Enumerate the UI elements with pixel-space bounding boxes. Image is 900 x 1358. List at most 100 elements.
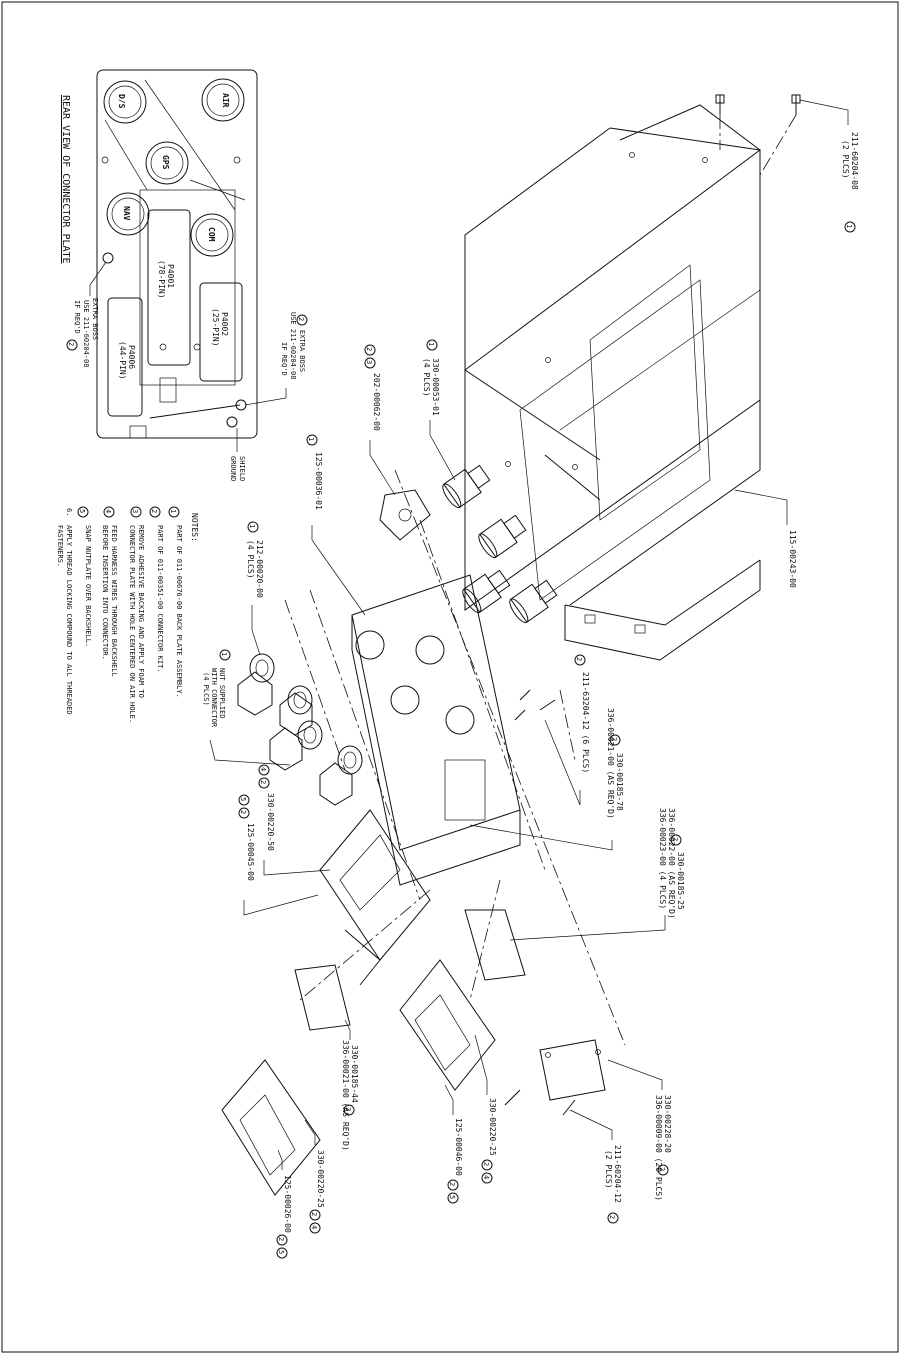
- svg-text:1: 1: [220, 652, 228, 656]
- svg-text:3: 3: [365, 360, 373, 364]
- callout-115-00243-00: 115-00243-00: [734, 489, 797, 588]
- svg-text:330-00228-20: 330-00228-20: [663, 1095, 672, 1153]
- svg-text:NUT SUPPLIED: NUT SUPPLIED: [218, 668, 226, 719]
- svg-text:336-00023-00 (4 PLCS): 336-00023-00 (4 PLCS): [658, 808, 667, 909]
- svg-text:115-00243-00: 115-00243-00: [788, 530, 797, 588]
- rear-view: [96, 69, 258, 439]
- chassis-tray: [464, 104, 761, 661]
- callout-211-60204-08: 211-60204-08 1 (2 PLCS): [799, 99, 859, 233]
- p4002-connector: [199, 282, 243, 382]
- svg-text:212-00020-00: 212-00020-00: [255, 540, 264, 598]
- svg-text:330-00185-25: 330-00185-25: [676, 852, 685, 910]
- extra-boss-bottom-l2: USE 211-60204-08: [82, 300, 90, 367]
- svg-text:FASTENERS.: FASTENERS.: [56, 525, 64, 567]
- svg-text:336-00021-00 (AS REQ'D): 336-00021-00 (AS REQ'D): [341, 1040, 350, 1151]
- backshell-44: [221, 964, 351, 1196]
- callout-212-00020-00: 1 212-00020-00 (4 PLCS): [246, 521, 264, 656]
- svg-text:2: 2: [365, 347, 373, 351]
- svg-text:330-00185-78: 330-00185-78: [615, 753, 624, 811]
- extra-boss-top-l2: USE 211-60204-08: [289, 312, 297, 379]
- svg-text:PART OF 011-00351-00 CONNECTOR: PART OF 011-00351-00 CONNECTOR KIT.: [156, 525, 164, 673]
- callout-125-00046-00: 125-00046-00 2 5: [444, 1084, 463, 1204]
- svg-text:211-60204-08: 211-60204-08: [850, 132, 859, 190]
- extra-boss-bottom-mark: 2: [67, 342, 75, 346]
- note-3: 3 REMOVE ADHESIVE BACKING AND APPLY FOAM…: [128, 506, 145, 723]
- svg-text:2: 2: [610, 737, 618, 741]
- callout-330-00220-25-b: 330-00220-25 2 4: [304, 1119, 325, 1234]
- svg-text:APPLY THREAD LOCKING COMPOUND: APPLY THREAD LOCKING COMPOUND TO ALL THR…: [65, 525, 73, 715]
- svg-text:6.: 6.: [65, 508, 73, 516]
- callout-125-00026-00: 125-00026-00 2 5: [276, 1149, 292, 1259]
- svg-text:330-00220-25: 330-00220-25: [488, 1098, 497, 1156]
- connector-plate-outline: [96, 69, 258, 439]
- svg-text:336-00021-00 (AS REQ'D): 336-00021-00 (AS REQ'D): [606, 708, 615, 819]
- extra-boss-bottom: [102, 252, 114, 264]
- extra-boss-top-mark: 2: [297, 317, 305, 321]
- svg-text:330-00220-25: 330-00220-25: [316, 1150, 325, 1208]
- svg-text:2: 2: [575, 657, 583, 661]
- svg-text:330-00220-50: 330-00220-50: [266, 793, 275, 851]
- svg-text:125-00036-01: 125-00036-01: [314, 452, 323, 510]
- svg-text:211-63204-12 (6 PLCS): 211-63204-12 (6 PLCS): [581, 672, 590, 773]
- rear-view-labels: AIR D/S GPS COM NAV P4002 (25-PIN) P4001…: [60, 93, 308, 481]
- bnc-connectors: [442, 464, 558, 624]
- svg-text:336-00009-00 (20 PLCS): 336-00009-00 (20 PLCS): [654, 1095, 663, 1201]
- svg-text:5: 5: [239, 797, 247, 801]
- svg-text:2: 2: [448, 1182, 456, 1186]
- svg-text:(2 PLCS): (2 PLCS): [604, 1150, 613, 1189]
- svg-text:4: 4: [310, 1225, 318, 1229]
- svg-text:2: 2: [482, 1162, 490, 1166]
- rear-view-title: REAR VIEW OF CONNECTOR PLATE: [60, 95, 71, 264]
- svg-text:4: 4: [482, 1175, 490, 1179]
- svg-text:1: 1: [248, 524, 256, 528]
- backshell-78: [319, 809, 431, 986]
- svg-text:1: 1: [427, 342, 435, 346]
- svg-text:211-60204-12: 211-60204-12: [613, 1145, 622, 1203]
- extra-boss-top-l3: IF REQ'D: [280, 342, 288, 376]
- callout-125-00045-00: 5 2 125-00045-00: [238, 794, 319, 916]
- extra-boss-bottom-l1: EXTRA BOSS: [91, 298, 99, 340]
- svg-text:PART OF 011-00676-00 BACK PLAT: PART OF 011-00676-00 BACK PLATE ASSEMBLY…: [175, 525, 183, 698]
- top-screws: [715, 94, 801, 176]
- air-port: [201, 78, 245, 122]
- svg-text:1: 1: [307, 437, 315, 441]
- foam-block: [379, 489, 431, 541]
- shield-label: SHIELD: [238, 456, 246, 481]
- port-label-ds: D/S: [117, 94, 126, 109]
- extra-boss-bottom-l3: IF REQ'D: [73, 300, 81, 334]
- svg-text:202-00062-00: 202-00062-00: [372, 373, 381, 431]
- svg-text:2: 2: [277, 1237, 285, 1241]
- svg-text:336-00022-00 (AS REQ'D): 336-00022-00 (AS REQ'D): [667, 808, 676, 919]
- port-label-nav: NAV: [122, 206, 131, 221]
- svg-text:WITH CONNECTOR: WITH CONNECTOR: [210, 668, 218, 728]
- nutplate-block: [539, 1039, 606, 1101]
- callout-nut-supplied: 1 NUT SUPPLIED WITH CONNECTOR (4 PLCS): [202, 649, 291, 766]
- callout-330-00220-25-a: 330-00220-25 2 4: [474, 1034, 497, 1184]
- note-6: 6. APPLY THREAD LOCKING COMPOUND TO ALL …: [56, 508, 73, 715]
- svg-text:2: 2: [671, 837, 679, 841]
- port-label-com: COM: [207, 227, 216, 242]
- port-label-air: AIR: [221, 93, 230, 108]
- back-plate: [351, 574, 521, 886]
- callout-330-00220-50: 4 2 330-00220-50: [258, 764, 331, 876]
- svg-text:3: 3: [131, 509, 139, 513]
- svg-text:CONNECTOR PLATE WITH HOLE CENT: CONNECTOR PLATE WITH HOLE CENTERED ON AI…: [128, 525, 136, 723]
- ds-port: [103, 80, 147, 124]
- callout-330-00185-25: 2 330-00185-25 336-00022-00 (AS REQ'D) 3…: [509, 808, 685, 941]
- note-1: 1 PART OF 011-00676-00 BACK PLATE ASSEMB…: [168, 506, 183, 698]
- gps-port: [145, 141, 189, 185]
- svg-text:REMOVE ADHESIVE BACKING AND AP: REMOVE ADHESIVE BACKING AND APPLY FOAM T…: [137, 525, 145, 698]
- svg-text:(4 PLCS): (4 PLCS): [422, 358, 431, 397]
- svg-text:125-00046-00: 125-00046-00: [454, 1118, 463, 1176]
- nav-port: [106, 192, 150, 236]
- svg-text:5: 5: [78, 509, 86, 513]
- svg-text:125-00045-00: 125-00045-00: [246, 823, 255, 881]
- p4006-connector: [107, 297, 143, 417]
- svg-text:2: 2: [608, 1215, 616, 1219]
- svg-text:5: 5: [448, 1195, 456, 1199]
- callout-330-00228-20: 330-00228-20 2 336-00009-00 (20 PLCS): [607, 1059, 672, 1201]
- svg-text:2: 2: [658, 1167, 666, 1171]
